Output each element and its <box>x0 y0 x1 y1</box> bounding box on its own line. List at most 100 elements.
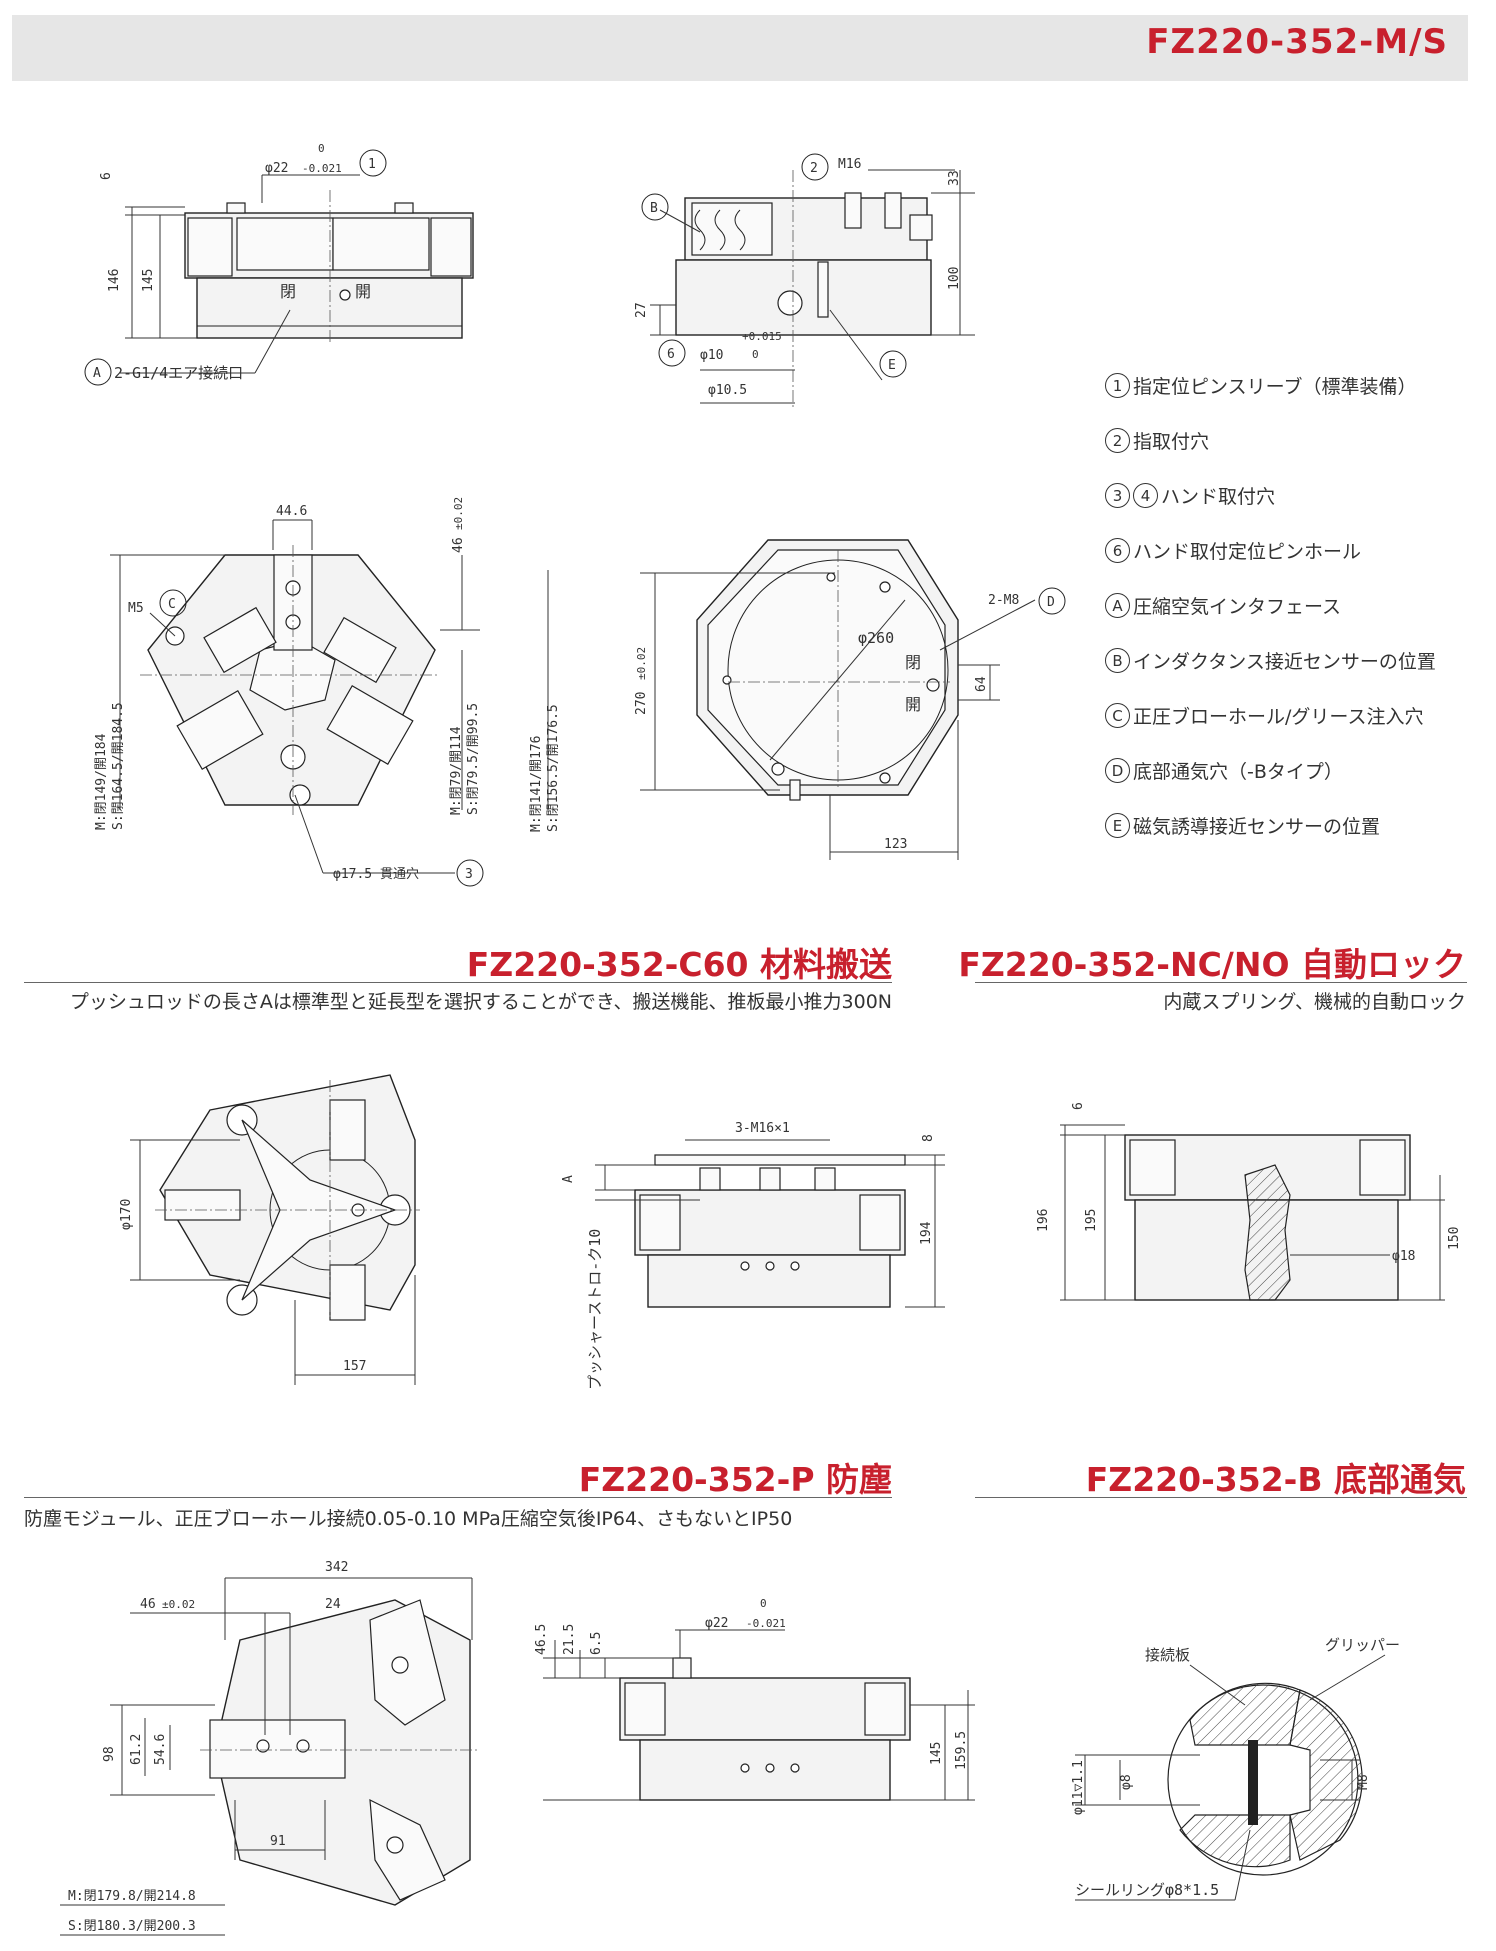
callout-circle <box>879 350 907 378</box>
dim-27: 27 <box>634 302 649 318</box>
callout-3: 3 <box>465 867 473 882</box>
b-detail-drawing <box>1075 1654 1386 1901</box>
callout-circle <box>456 859 484 887</box>
callout-C: C <box>168 597 176 612</box>
callout-1: 1 <box>368 157 376 172</box>
dim-tol-bot: 0 <box>752 348 759 361</box>
dim-21-5: 21.5 <box>562 1624 577 1655</box>
model-title: FZ220-352-M/S <box>1146 22 1448 62</box>
dim-11: φ11▽1.1 <box>1071 1760 1086 1815</box>
dim-8: φ8 <box>1119 1774 1134 1790</box>
dim-91: 91 <box>270 1834 286 1849</box>
dim-123: 123 <box>884 837 907 852</box>
label-open: 開 <box>905 695 921 714</box>
legend-text: 正圧ブローホール/グリース注入穴 <box>1133 706 1424 728</box>
mark-circle: 4 <box>1133 483 1158 508</box>
callout-E: E <box>888 358 896 373</box>
legend-text: 磁気誘導接近センサーの位置 <box>1133 816 1381 838</box>
dim-tol-top: +0.015 <box>742 330 782 343</box>
label-gripper: グリッパー <box>1325 1636 1400 1654</box>
dim-10-5: φ10.5 <box>708 383 747 398</box>
dim-159-5: 159.5 <box>954 1731 969 1770</box>
header-bar <box>12 15 1468 81</box>
legend-text: 圧縮空気インタフェース <box>1133 596 1342 618</box>
callout-circle <box>801 153 829 181</box>
callout-6: 6 <box>667 347 675 362</box>
dim-6: 6 <box>99 172 114 180</box>
label-p-m: M:閉179.8/開214.8 <box>68 1889 196 1904</box>
label-right-s: S:閉156.5/開176.5 <box>546 704 561 832</box>
mark-circle: B <box>1105 648 1130 673</box>
callout-circle <box>84 358 112 386</box>
callout-circle <box>641 193 669 221</box>
mark-circle: 1 <box>1105 373 1130 398</box>
dim-A: A <box>561 1175 576 1183</box>
dim-100: 100 <box>947 267 962 290</box>
label-air-port: 2-G1/4エア接続口 <box>114 364 243 382</box>
label-right-m: M:閉141/開176 <box>529 736 544 832</box>
label-left-s: S:閉164.5/開184.5 <box>111 702 126 830</box>
legend-text: 指取付穴 <box>1133 431 1210 453</box>
dim-2-m8: 2-M8 <box>988 593 1019 608</box>
dim-260: φ260 <box>858 629 894 647</box>
p-side-drawing <box>543 1629 975 1801</box>
mark-circle: 2 <box>1105 428 1130 453</box>
dim-pin-tol-top: 0 <box>760 1597 767 1610</box>
dim-170: φ170 <box>119 1199 134 1230</box>
dim-m5: M5 <box>128 601 144 616</box>
dim-18: φ18 <box>1392 1249 1415 1264</box>
dim-145: 145 <box>929 1742 944 1765</box>
label-left-m: M:閉149/開184 <box>94 733 109 830</box>
dim-195: 195 <box>1084 1209 1099 1232</box>
dim-98: 98 <box>102 1746 117 1762</box>
dim-pin-dia: φ22 <box>265 161 288 176</box>
dim-270: 270 <box>634 692 649 715</box>
dim-pin-hole: φ10 <box>700 348 723 363</box>
dim-m16: M16 <box>838 157 861 172</box>
label-close: 閉 <box>905 653 921 672</box>
label-through-hole: φ17.5 貫通穴 <box>333 867 419 882</box>
dim-61-2: 61.2 <box>129 1734 144 1765</box>
section-desc-p: 防塵モジュール、正圧ブローホール接続0.05-0.10 MPa圧縮空気後IP64… <box>24 1508 793 1530</box>
dim-146: 146 <box>107 269 122 292</box>
dim-24: 24 <box>325 1597 341 1612</box>
dim-pin-tol-bot: -0.021 <box>746 1617 786 1630</box>
callout-B: B <box>650 201 658 216</box>
dim-pin-dia: φ22 <box>705 1616 728 1631</box>
legend-text: ハンド取付穴 <box>1161 486 1276 508</box>
legend-text: インダクタンス接近センサーの位置 <box>1133 651 1436 673</box>
dim-54-6: 54.6 <box>153 1734 168 1765</box>
section-title-nc: FZ220-352-NC/NO 自動ロック <box>958 945 1466 984</box>
dim-46-tol: ±0.02 <box>452 497 465 530</box>
section-desc-c60: プッシュロッドの長さAは標準型と延長型を選択することができ、搬送機能、推板最小推… <box>69 991 892 1013</box>
dim-46: 46 <box>140 1597 156 1612</box>
label-close: 閉 <box>280 282 296 301</box>
dim-pin-tol-bot: -0.021 <box>302 162 342 175</box>
top-view-drawing <box>110 519 549 874</box>
dim-6: 6 <box>1071 1102 1086 1110</box>
section-title-c60: FZ220-352-C60 材料搬送 <box>466 945 892 984</box>
section-desc-nc: 内蔵スプリング、機械的自動ロック <box>1163 991 1466 1013</box>
dim-157: 157 <box>343 1359 366 1374</box>
bottom-view-drawing <box>640 539 1036 860</box>
section-divider <box>975 982 1467 983</box>
dim-342: 342 <box>325 1560 348 1575</box>
dim-46-tol: ±0.02 <box>162 1598 195 1611</box>
label-pusher-stroke: プッシャーストロ-ク10 <box>586 1229 604 1390</box>
label-mid-m: M:閉79/開114 <box>449 726 464 815</box>
c60-top-drawing <box>130 1074 420 1385</box>
callout-D: D <box>1047 595 1055 610</box>
mark-circle: E <box>1105 813 1130 838</box>
label-seal-ring: シールリングφ8*1.5 <box>1075 1881 1219 1899</box>
section-title-b: FZ220-352-B 底部通気 <box>1085 1460 1466 1499</box>
dim-145: 145 <box>141 269 156 292</box>
